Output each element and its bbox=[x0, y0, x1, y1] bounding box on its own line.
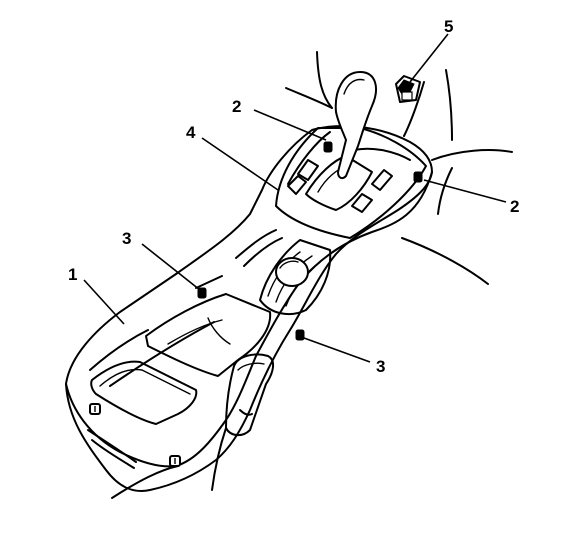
shifter-boot bbox=[259, 239, 332, 316]
leader-5 bbox=[409, 33, 449, 83]
surrounding-contours bbox=[111, 51, 513, 499]
console-body bbox=[65, 125, 433, 492]
leader-lines bbox=[83, 33, 507, 363]
shift-lever bbox=[334, 71, 377, 180]
fastener-right-mid bbox=[295, 329, 305, 341]
switch-item bbox=[395, 75, 421, 103]
rear-cup bbox=[225, 353, 274, 436]
leader-2a bbox=[253, 109, 327, 141]
fastener-top bbox=[323, 141, 333, 153]
fastener-right bbox=[413, 171, 423, 183]
fastener-left-mid bbox=[197, 287, 207, 299]
front-tray bbox=[87, 360, 198, 469]
callout-3-right: 3 bbox=[376, 357, 385, 376]
callout-5: 5 bbox=[444, 17, 453, 36]
fastener-front-left bbox=[89, 403, 101, 415]
callout-labels: 5 2 4 2 3 1 3 bbox=[68, 17, 519, 376]
fastener-front-bottom bbox=[169, 455, 181, 467]
center-opening bbox=[145, 229, 283, 377]
leader-3a bbox=[141, 243, 201, 291]
fasteners bbox=[89, 141, 423, 467]
callout-2-top: 2 bbox=[232, 97, 241, 116]
leader-4 bbox=[201, 137, 279, 191]
leader-2b bbox=[423, 179, 507, 203]
shifter-bezel bbox=[275, 127, 427, 239]
leader-1 bbox=[83, 279, 125, 325]
leader-3b bbox=[303, 337, 371, 363]
callout-4: 4 bbox=[186, 123, 196, 142]
callout-2-right: 2 bbox=[510, 197, 519, 216]
callout-3-left: 3 bbox=[122, 229, 131, 248]
callout-1: 1 bbox=[68, 265, 77, 284]
